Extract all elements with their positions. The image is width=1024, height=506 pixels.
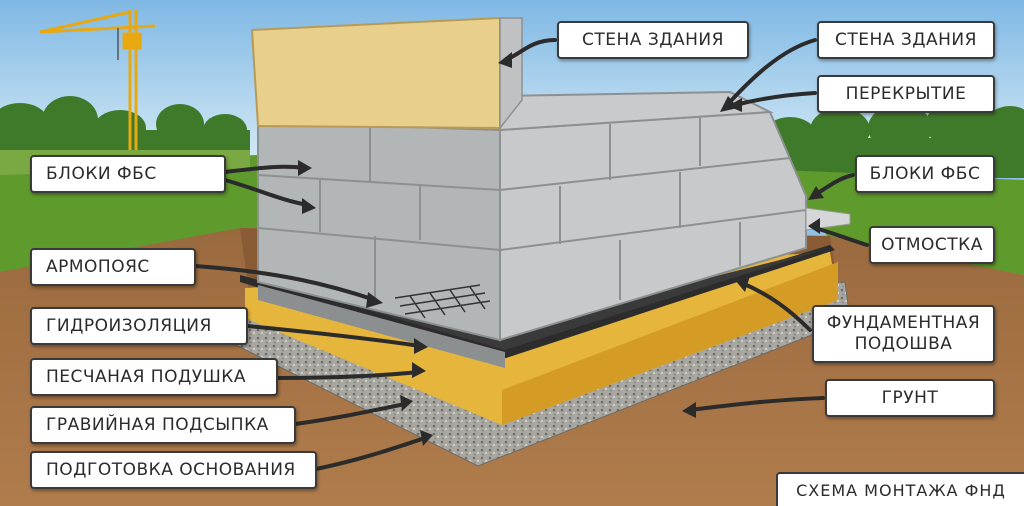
building-wall [250,16,523,131]
arrow-waterproofing [246,324,422,348]
arrow-wall-right [726,38,817,106]
arrow-armopoyas [193,264,377,302]
arrow-sand [276,370,420,380]
arrow-base [314,436,427,471]
arrow-gravel [293,402,407,426]
label-wall-right: СТЕНА ЗДАНИЯ [817,21,995,59]
label-waterproofing: ГИДРОИЗОЛЯЦИЯ [30,307,248,345]
armopoyas-mesh [394,284,491,319]
diagram-caption: СХЕМА МОНТАЖА ФНД [776,472,1024,506]
label-wall-top: СТЕНА ЗДАНИЯ [557,21,749,59]
label-gravel-bed: ГРАВИЙНАЯ ПОДСЫПКА [30,406,296,444]
arrow-blocks-left-2 [223,178,310,207]
tower-crane [39,10,156,150]
label-base-prep: ПОДГОТОВКА ОСНОВАНИЯ [30,451,317,489]
label-slab: ПЕРЕКРЫТИЕ [817,75,995,113]
arrowheads [298,52,824,446]
label-foundation-sole: ФУНДАМЕНТНАЯ ПОДОШВА [812,305,995,363]
foundation-sole-block [258,285,505,368]
arrow-sole [740,281,812,332]
label-blind-area: ОТМОСТКА [869,226,995,264]
arrow-ground [688,396,825,412]
label-blocks-left: БЛОКИ ФБС [30,155,226,193]
label-blocks-right: БЛОКИ ФБС [855,155,995,193]
label-armopoyas: АРМОПОЯС [30,248,196,286]
label-ground: ГРУНТ [825,379,995,417]
label-sand-cushion: ПЕСЧАНАЯ ПОДУШКА [30,358,278,396]
